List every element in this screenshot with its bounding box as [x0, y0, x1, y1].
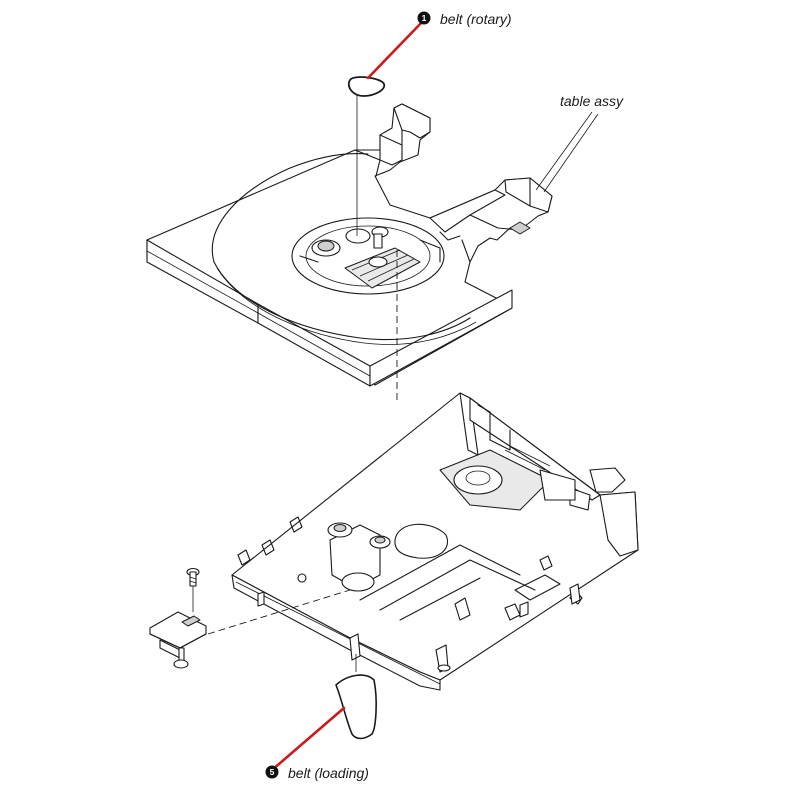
- belt-loading-part: [335, 674, 377, 740]
- table-assy-label: table assy: [560, 93, 624, 109]
- callout-belt-loading: 5 belt (loading): [265, 706, 369, 781]
- callout-leader-line: [270, 706, 346, 772]
- loading-gear-block: [329, 524, 381, 589]
- callout-table-assy: table assy: [535, 93, 624, 193]
- table-assy-leader-line: [535, 111, 599, 193]
- callout-number-badge: [265, 765, 279, 779]
- callout-label: belt (loading): [288, 765, 369, 781]
- pulley-icon: [345, 228, 371, 244]
- callout-number-badge: [417, 11, 431, 25]
- screw-icon: [186, 567, 200, 587]
- rotary-mechanism: [291, 217, 445, 295]
- table-assy: [146, 103, 553, 387]
- screw-icon: [173, 647, 189, 669]
- callout-label: belt (rotary): [440, 11, 512, 27]
- callout-leader-line: [366, 18, 426, 80]
- chassis-assy: [231, 392, 639, 691]
- bracket-assy: [149, 567, 351, 669]
- callout-number: 5: [270, 767, 275, 777]
- callout-belt-rotary: 1 belt (rotary): [366, 11, 512, 80]
- callout-number: 1: [422, 13, 427, 23]
- belt-rotary-part: [347, 76, 386, 97]
